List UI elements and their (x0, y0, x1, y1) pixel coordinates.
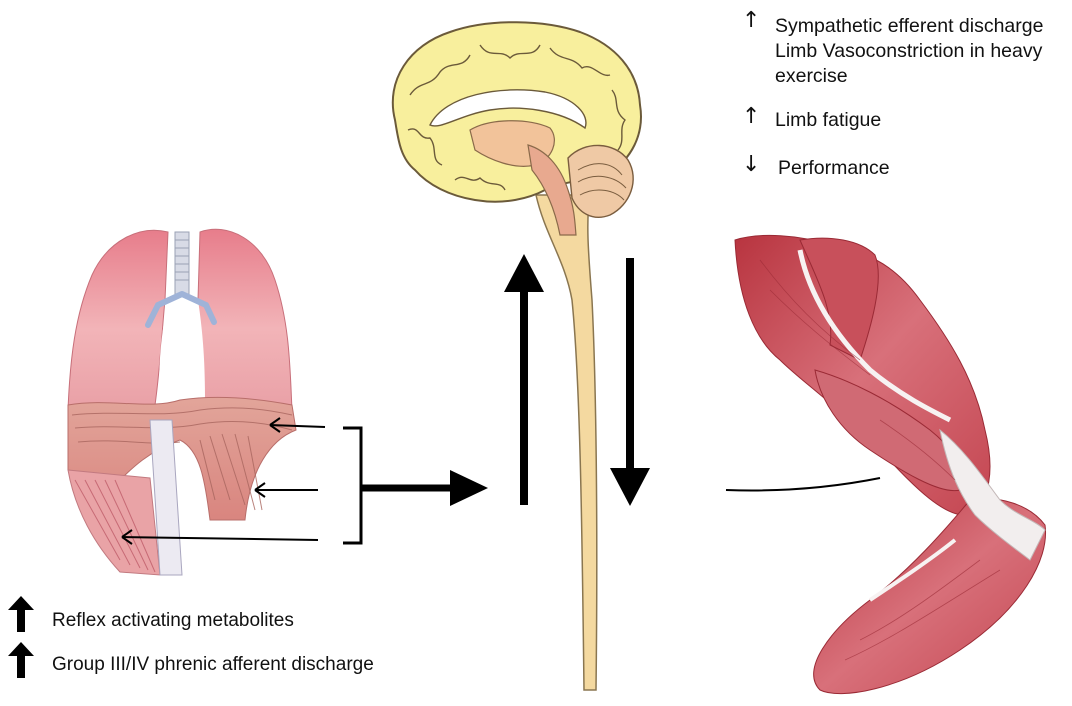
sympathetic-line-3: exercise (775, 64, 848, 89)
spinal-cord (536, 195, 597, 690)
up-arrow-icon (8, 596, 34, 632)
phrenic-label: Group III/IV phrenic afferent discharge (52, 654, 374, 676)
lungs-diaphragm-illustration (68, 229, 325, 575)
limb-fatigue-label: Limb fatigue (775, 108, 881, 133)
right-arrow-icon (361, 470, 488, 506)
down-arrow-icon: ↓ (742, 152, 760, 177)
up-arrow-icon: ↑ (742, 104, 760, 129)
leg-muscles-illustration (726, 235, 1046, 693)
up-arrow-icon: ↑ (742, 8, 760, 33)
performance-label: Performance (778, 156, 890, 181)
down-arrow-icon (610, 258, 650, 506)
cerebellum (568, 145, 633, 217)
up-arrow-icon (504, 254, 544, 505)
brain-spinal-cord-illustration (393, 22, 641, 690)
metabolites-label: Reflex activating metabolites (52, 610, 294, 632)
bracket-icon (343, 428, 361, 543)
chest-wall (68, 470, 160, 575)
up-arrow-icon (8, 642, 34, 678)
trachea (175, 232, 189, 294)
sympathetic-line-2: Limb Vasoconstriction in heavy (775, 39, 1042, 64)
leg-nerve (726, 478, 880, 491)
sympathetic-line-1: Sympathetic efferent discharge (775, 14, 1043, 39)
